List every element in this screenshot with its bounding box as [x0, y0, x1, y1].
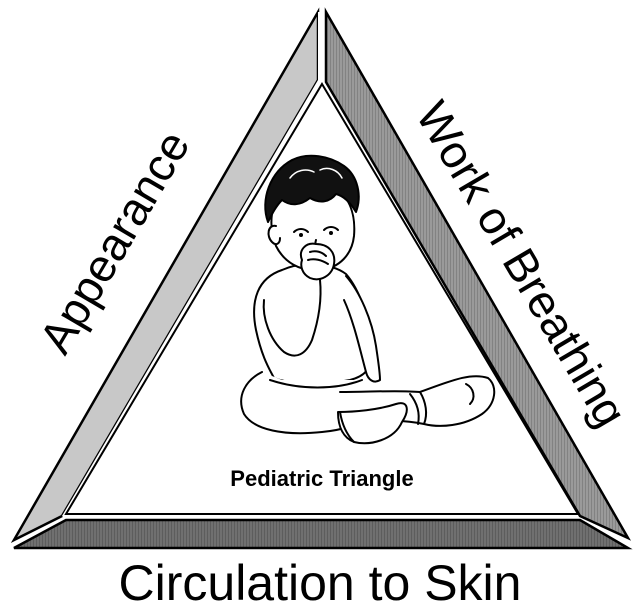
circulation-to-skin-label: Circulation to Skin: [119, 555, 522, 607]
bottom-side-bar: [14, 520, 628, 548]
pediatric-triangle-label: Pediatric Triangle: [230, 466, 413, 491]
